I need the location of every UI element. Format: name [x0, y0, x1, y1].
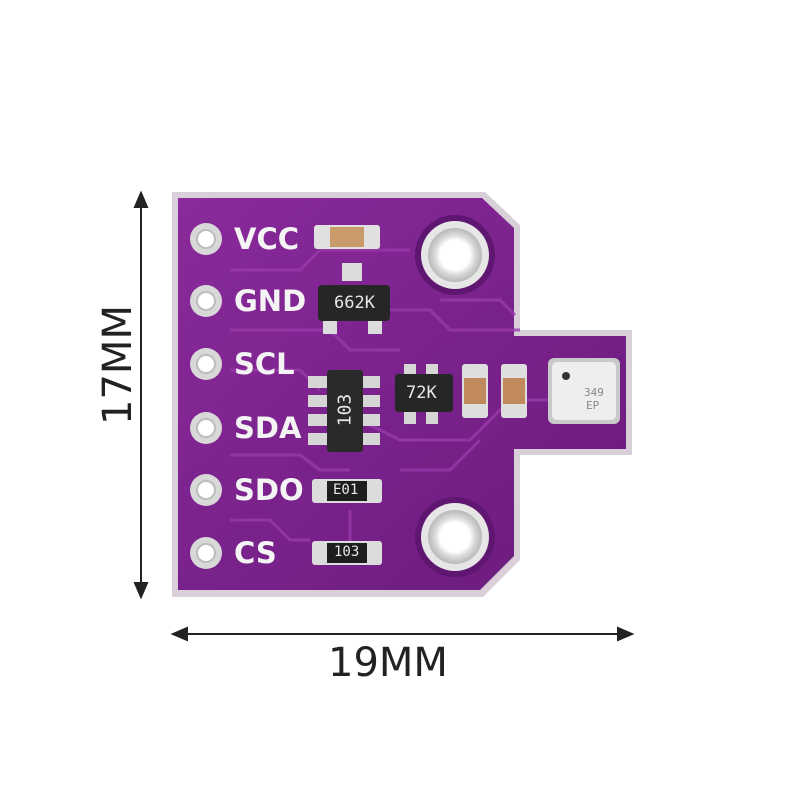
sdo-resistor-marking: E01 — [333, 482, 359, 498]
pin-label-gnd: GND — [234, 284, 307, 318]
capacitor-2 — [501, 364, 527, 418]
pin-label-vcc: VCC — [234, 222, 300, 256]
pin-pad-cs — [190, 537, 222, 569]
regulator-marking: 662K — [334, 293, 375, 313]
pin-label-cs: CS — [234, 536, 277, 570]
pin-pad-sda — [190, 412, 222, 444]
pin-pad-vcc — [190, 223, 222, 255]
cs-resistor-marking: 103 — [334, 544, 360, 560]
resistor-cs — [312, 541, 382, 565]
pin-pad-gnd — [190, 285, 222, 317]
mounting-hole-bottom — [415, 497, 495, 577]
pin-label-sdo: SDO — [234, 473, 304, 507]
pin-label-scl: SCL — [234, 347, 295, 381]
sensor-marking-2: EP — [586, 399, 600, 412]
height-dimension-arrow — [133, 190, 149, 600]
capacitor-1 — [462, 364, 488, 418]
sensor-marking-1: 349 — [584, 386, 604, 399]
mounting-hole-top — [415, 215, 495, 295]
pin-pad-sdo — [190, 474, 222, 506]
width-dimension-label: 19MM — [328, 640, 448, 686]
resistor-sdo — [312, 479, 382, 503]
regulator-chip — [318, 263, 390, 334]
capacitor-vcc — [314, 225, 380, 249]
resistor-array-marking: 103 — [334, 393, 356, 427]
width-dimension-arrow — [170, 626, 635, 642]
pcb-traces — [230, 248, 560, 545]
resistor-array — [308, 370, 380, 452]
level-shifter-chip — [395, 364, 453, 424]
bme-sensor — [548, 358, 620, 424]
header-pin-pads — [190, 223, 222, 569]
height-dimension-label: 17MM — [95, 305, 141, 425]
pin-label-sda: SDA — [234, 411, 302, 445]
level-shifter-marking: 72K — [406, 383, 437, 403]
pin-pad-scl — [190, 348, 222, 380]
